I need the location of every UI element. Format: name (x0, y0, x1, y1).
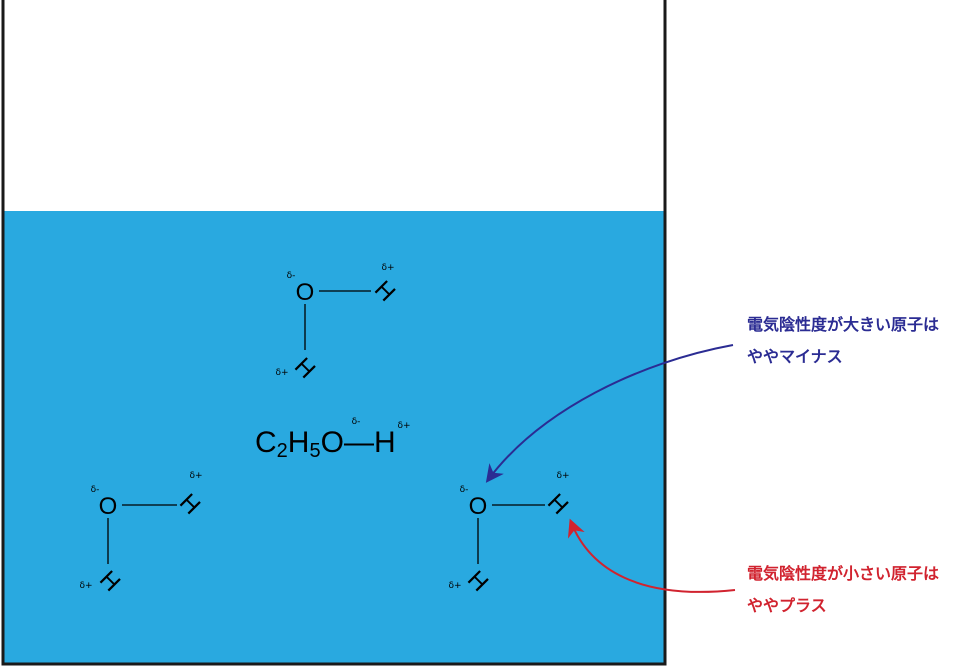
oxygen-symbol: O (321, 426, 344, 459)
annotation-negative-line1: 電気陰性度が大きい原子は (747, 315, 939, 334)
carbon-subscript: 2 (277, 440, 288, 462)
ethanol-formula: C2H5O—H (255, 426, 396, 462)
charge-delta-plus: δ+ (397, 421, 410, 431)
oxygen-atom: O (99, 493, 118, 520)
oxygen-atom: O (469, 493, 488, 520)
water (3, 211, 665, 664)
hydrogen-subscript: 5 (309, 440, 320, 462)
charge-delta-minus: δ- (91, 485, 100, 495)
annotation-negative: 電気陰性度が大きい原子は ややマイナス (747, 315, 939, 366)
charge-delta-minus: δ- (352, 417, 361, 427)
hydrogen-end-symbol: H (374, 426, 396, 459)
annotation-positive-line1: 電気陰性度が小さい原子は (747, 564, 939, 583)
charge-delta-plus: δ+ (448, 581, 461, 591)
beaker-outline (1, 0, 667, 666)
annotation-positive-line2: ややプラス (747, 596, 827, 615)
carbon-symbol: C (255, 426, 277, 459)
charge-delta-minus: δ- (460, 485, 469, 495)
annotation-negative-line2: ややマイナス (747, 347, 843, 366)
charge-delta-plus: δ+ (275, 368, 288, 378)
bond-symbol: — (344, 426, 374, 459)
charge-delta-minus: δ- (287, 271, 296, 281)
charge-delta-plus: δ+ (79, 581, 92, 591)
annotation-positive: 電気陰性度が小さい原子は ややプラス (747, 564, 939, 615)
charge-delta-plus: δ+ (556, 471, 569, 481)
charge-delta-plus: δ+ (189, 471, 202, 481)
ethanol-molecule: C2H5O—H δ- δ+ (255, 417, 411, 462)
oxygen-atom: O (296, 279, 315, 306)
arrow-negative (485, 344, 734, 483)
charge-delta-plus: δ+ (381, 263, 394, 273)
arrow-positive (567, 518, 736, 593)
hydrogen-symbol: H (288, 426, 310, 459)
